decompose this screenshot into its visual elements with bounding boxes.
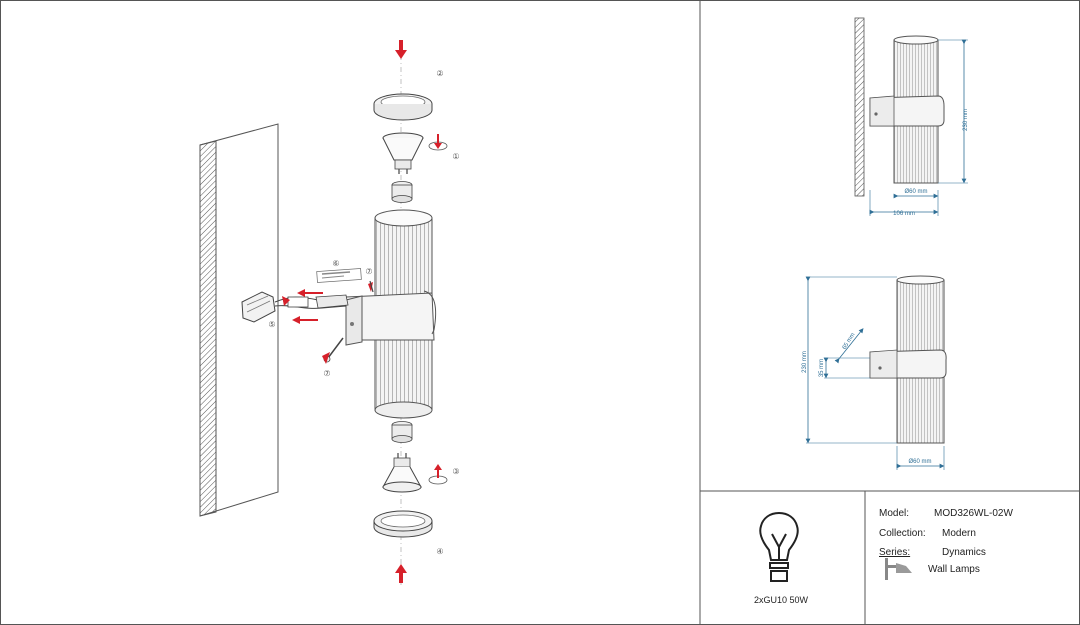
rotate-arrow-bottom — [428, 464, 448, 485]
wiring — [274, 294, 349, 309]
side-depth-label: 106 mm — [893, 211, 915, 217]
front-bracket-height-label: 35 mm — [819, 359, 825, 377]
side-wall — [854, 17, 865, 197]
collection-value: Modern — [942, 528, 976, 539]
front-diameter-label: Ø60 mm — [908, 459, 931, 465]
wall-slab — [199, 123, 279, 517]
front-view: 230 mm 35 mm 65 mm Ø60 mm — [802, 275, 947, 470]
mounting-plate — [241, 291, 276, 323]
bulb-spec: 2xGU10 50W — [754, 595, 809, 605]
bulb-bottom — [382, 453, 422, 493]
bracket-band — [345, 290, 437, 346]
lamp-body-bottom — [374, 339, 433, 419]
label-strip — [316, 268, 362, 283]
callout-7-bottom: ⑦ — [323, 369, 330, 378]
lightbulb-icon — [759, 511, 799, 582]
front-offset-label: 65 mm — [842, 332, 857, 351]
spec-table: Model: MOD326WL-02W Collection: Modern S… — [879, 508, 1013, 580]
wall-lamp-icon — [885, 558, 912, 580]
bottom-ring — [373, 510, 433, 538]
model-label: Model: — [879, 508, 909, 519]
bulb-info: 2xGU10 50W — [754, 511, 809, 605]
screw-top — [369, 280, 374, 293]
callout-3: ③ — [452, 467, 459, 476]
callout-6: ⑥ — [332, 259, 339, 268]
wire-arrows — [282, 282, 373, 324]
exploded-view: ① ② ③ ④ ⑤ ⑥ ⑦ ⑦ — [199, 40, 460, 585]
callout-4: ④ — [436, 547, 443, 556]
callout-2: ② — [436, 69, 443, 78]
top-ring — [373, 93, 433, 121]
side-view: 230 mm Ø60 mm 106 mm — [854, 17, 969, 217]
category-value: Wall Lamps — [928, 564, 980, 575]
side-height-label: 230 mm — [963, 109, 969, 131]
callout-5: ⑤ — [268, 320, 275, 329]
screw-bottom — [322, 337, 344, 364]
side-diameter-label: Ø60 mm — [904, 189, 927, 195]
front-height-label: 230 mm — [802, 351, 808, 373]
series-value: Dynamics — [942, 547, 986, 558]
bulb-top — [382, 132, 424, 174]
socket-top — [391, 181, 413, 203]
insert-arrow-top — [395, 40, 407, 59]
callout-7-top: ⑦ — [365, 267, 372, 276]
socket-bottom — [391, 421, 413, 443]
series-label: Series: — [879, 547, 910, 558]
insert-arrow-bottom — [395, 564, 407, 583]
model-value: MOD326WL-02W — [934, 508, 1013, 519]
callout-1: ① — [452, 152, 459, 161]
collection-label: Collection: — [879, 528, 926, 539]
rotate-arrow-top — [428, 134, 448, 151]
